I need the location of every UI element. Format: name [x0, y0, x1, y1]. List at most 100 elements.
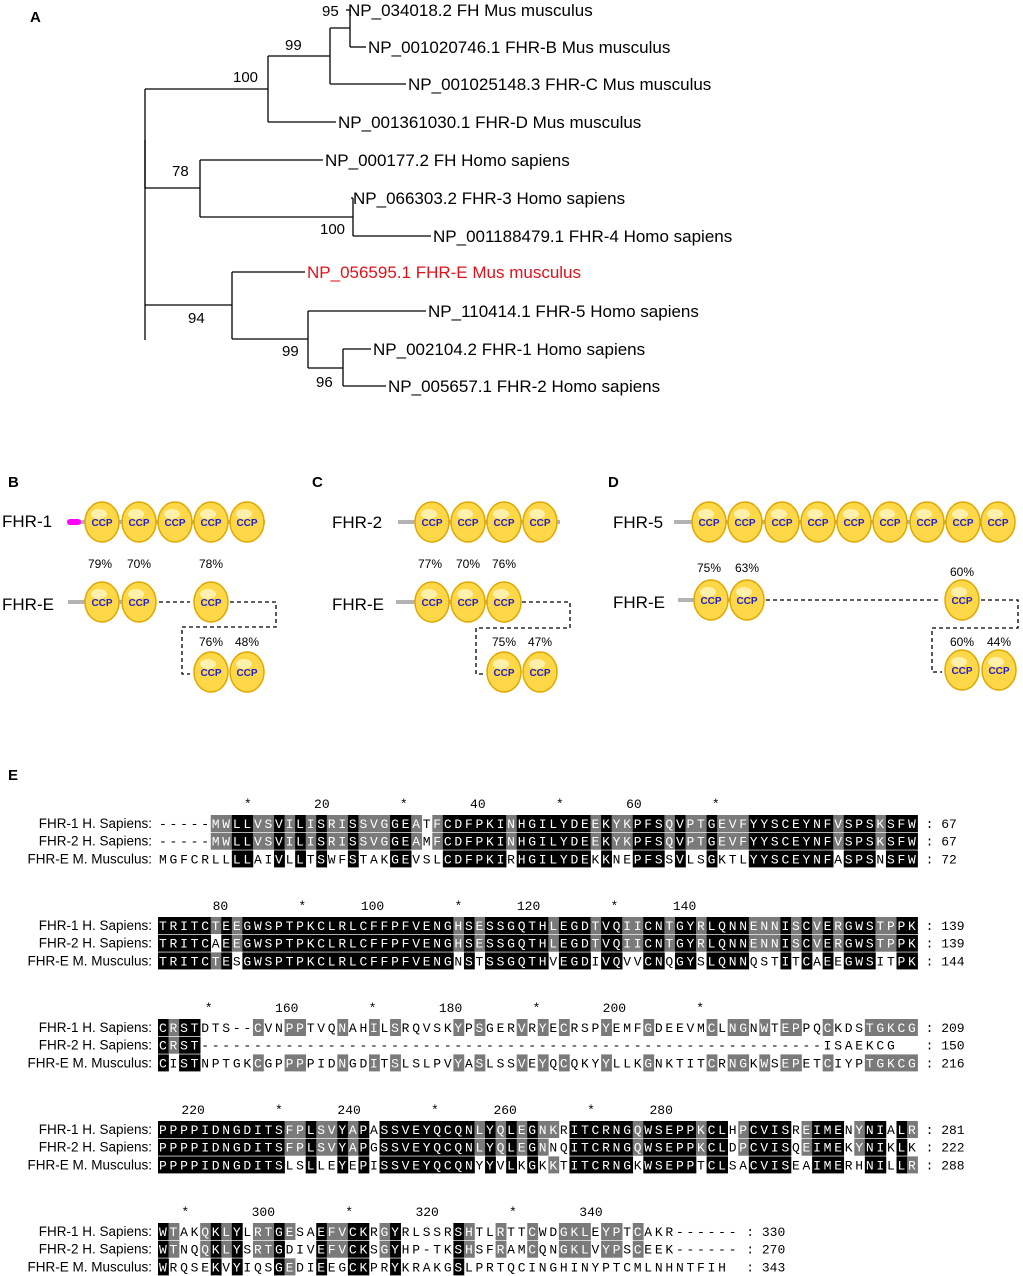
conservation-shade [463, 934, 475, 952]
conservation-shade [295, 1121, 306, 1138]
conservation-shade [495, 1240, 507, 1258]
ccp-label: CCP [493, 598, 514, 609]
sequence-name: FHR-1 H. Sapiens: [39, 1020, 152, 1035]
conservation-shade [548, 934, 560, 952]
bootstrap-value: 95 [322, 3, 339, 20]
tree-leaf-label: NP_034018.2 FH Mus musculus [348, 1, 593, 20]
conservation-shade [907, 917, 918, 934]
ccp-module: CCP [909, 501, 945, 543]
conservation-shade [453, 934, 465, 952]
ccp-highlight [736, 587, 752, 597]
conservation-shade [674, 1121, 686, 1138]
conservation-shade [358, 917, 370, 934]
conservation-shade [158, 1138, 169, 1156]
conservation-shade [358, 1223, 370, 1240]
conservation-shade [358, 934, 370, 952]
ccp-label: CCP [700, 596, 721, 607]
protein-name-fhr2: FHR-2 [332, 513, 382, 532]
conservation-shade [664, 1121, 676, 1138]
conservation-shade [643, 1138, 655, 1156]
conservation-shade [274, 917, 285, 934]
conservation-shade [231, 934, 243, 952]
identity-percent: 44% [987, 635, 1011, 649]
conservation-shade [548, 1121, 560, 1138]
conservation-shade [643, 1019, 655, 1036]
conservation-shade [263, 1138, 275, 1156]
conservation-shade [252, 952, 264, 970]
conservation-shade [474, 832, 486, 850]
conservation-shade [717, 832, 728, 850]
conservation-shade [442, 917, 454, 934]
ccp-label: CCP [698, 518, 719, 529]
conservation-shade [590, 934, 602, 952]
conservation-shade [537, 1019, 549, 1036]
conservation-shade [558, 917, 570, 934]
conservation-shade [347, 952, 359, 970]
conservation-shade [474, 815, 486, 832]
ccp-label: CCP [843, 518, 864, 529]
ccp-label: CCP [200, 518, 221, 529]
conservation-shade [432, 1121, 444, 1138]
conservation-shade [896, 850, 908, 868]
ccp-module: CCP [800, 501, 836, 543]
conservation-shade [242, 815, 254, 832]
conservation-shade [189, 1036, 201, 1054]
conservation-shade [379, 815, 391, 832]
conservation-shade [896, 917, 908, 934]
protein-name-fhr5: FHR-5 [613, 513, 663, 532]
conservation-shade [706, 917, 718, 934]
sequence-name: FHR-E M. Musculus: [27, 1259, 152, 1274]
sequence-end-position: : 72 [926, 852, 957, 867]
conservation-shade [369, 952, 380, 970]
identity-percent: 76% [492, 557, 516, 571]
sequence-name: FHR-2 H. Sapiens: [39, 1140, 152, 1155]
bootstrap-value: 99 [282, 343, 299, 360]
ccp-label: CCP [987, 518, 1008, 529]
conservation-shade [263, 1121, 275, 1138]
conservation-shade [316, 1223, 328, 1240]
conservation-shade [274, 1138, 285, 1156]
conservation-shade [590, 917, 602, 934]
conservation-shade [854, 1121, 866, 1138]
conservation-shade [347, 815, 359, 832]
conservation-shade [569, 917, 581, 934]
sequence-end-position: : 67 [926, 835, 957, 850]
conservation-shade [780, 1138, 792, 1156]
conservation-shade [727, 952, 739, 970]
conservation-shade [347, 850, 359, 868]
conservation-shade [664, 934, 676, 952]
conservation-shade [738, 815, 750, 832]
conservation-shade [685, 832, 697, 850]
conservation-shade [252, 1156, 264, 1174]
conservation-shade [263, 815, 275, 832]
conservation-shade [252, 1240, 264, 1258]
conservation-shade [717, 1121, 728, 1138]
conservation-shade [622, 1121, 634, 1138]
conservation-shade [390, 1054, 401, 1072]
conservation-shade [558, 952, 570, 970]
conservation-shade [506, 917, 517, 934]
conservation-shade [168, 952, 180, 970]
conservation-shade [759, 1121, 771, 1138]
conservation-shade [400, 832, 412, 850]
identity-percent: 76% [199, 635, 223, 649]
conservation-shade [158, 1223, 169, 1240]
conservation-shade [643, 952, 655, 970]
protein-name-fhr1: FHR-1 [2, 512, 52, 531]
conservation-shade [379, 1223, 391, 1240]
conservation-shade [812, 815, 823, 832]
conservation-shade [158, 952, 169, 970]
conservation-shade [537, 850, 549, 868]
ccp-module: CCP [121, 501, 157, 543]
identity-percent: 75% [492, 635, 516, 649]
ccp-module: CCP [414, 501, 450, 543]
conservation-shade [759, 815, 771, 832]
conservation-shade [463, 1121, 475, 1138]
conservation-shade [580, 1121, 591, 1138]
